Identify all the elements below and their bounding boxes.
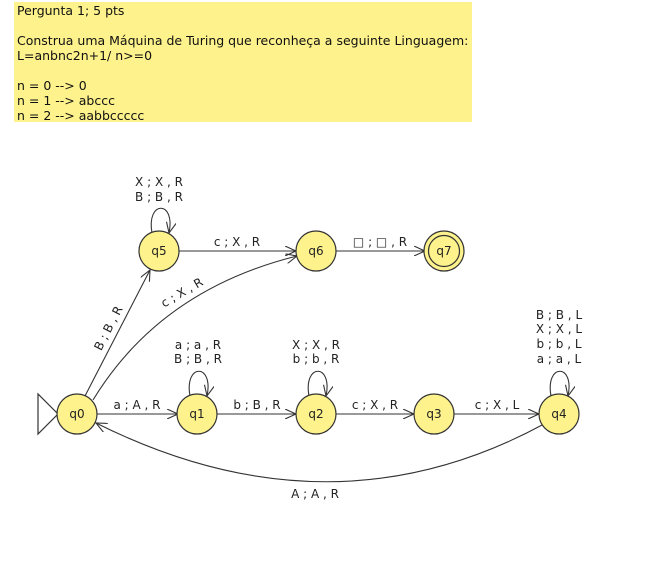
state-q6-label: q6 [308, 244, 323, 258]
label-q4-loop-1: B ; B , L [536, 308, 583, 322]
label-q1-q2: b ; B , R [233, 398, 280, 412]
state-q7-accepting[interactable]: q7 [423, 230, 465, 272]
label-q4-loop-4: a ; a , L [537, 352, 582, 366]
state-q1[interactable]: q1 [176, 393, 218, 435]
example-n1: n = 1 --> abccc [17, 93, 115, 108]
label-q0-q1: a ; A , R [113, 398, 160, 412]
state-q3-label: q3 [426, 407, 441, 421]
state-q0-circle [56, 393, 98, 435]
state-q5-circle [138, 230, 180, 272]
state-q2-circle [295, 393, 337, 435]
state-q1-label: q1 [189, 407, 204, 421]
state-q2-label: q2 [308, 407, 323, 421]
label-q2-loop-2: b ; b , R [293, 352, 340, 366]
state-q7-label: q7 [436, 244, 451, 258]
loop-q1 [188, 370, 208, 396]
label-q4-loop-3: b ; b , L [536, 337, 581, 351]
label-q4-loop-2: X ; X , L [536, 322, 583, 336]
label-q3-q4: c ; X , L [475, 398, 520, 412]
loop-q4 [549, 370, 569, 396]
edge-q0-q6 [92, 256, 297, 401]
language-definition: L=anbnc2n+1/ n>=0 [17, 48, 153, 63]
label-q0-q6: c ; X , R [158, 275, 205, 310]
question-note: Pergunta 1; 5 pts Construa uma Máquina d… [14, 2, 472, 122]
state-q4[interactable]: q4 [538, 393, 580, 435]
label-q2-loop-1: X ; X , R [292, 338, 340, 352]
loop-q2 [307, 370, 327, 396]
label-q2-q3: c ; X , R [352, 398, 398, 412]
label-q5-loop-1: X ; X , R [135, 175, 183, 189]
state-q6[interactable]: q6 [295, 230, 337, 272]
state-q2[interactable]: q2 [295, 393, 337, 435]
label-q5-loop-2: B ; B , R [135, 190, 183, 204]
state-q6-circle [295, 230, 337, 272]
state-q1-circle [176, 393, 218, 435]
state-q5[interactable]: q5 [138, 230, 180, 272]
edge-q0-q5 [84, 270, 150, 397]
example-n0: n = 0 --> 0 [17, 78, 87, 93]
label-q1-loop-2: B ; B , R [174, 352, 222, 366]
label-q4-q0: A ; A , R [291, 487, 339, 501]
state-q0-label: q0 [69, 407, 84, 421]
example-n2: n = 2 --> aabbccccc [17, 108, 145, 122]
question-title: Pergunta 1; 5 pts [17, 3, 125, 18]
state-q4-label: q4 [551, 407, 566, 421]
question-prompt: Construa uma Máquina de Turing que recon… [17, 33, 469, 48]
label-q6-q7: □ ; □ , R [353, 235, 407, 249]
state-q7-outer-circle [423, 230, 465, 272]
edge-q4-q0 [96, 423, 545, 483]
label-q5-q6: c ; X , R [214, 235, 260, 249]
state-q3[interactable]: q3 [413, 393, 455, 435]
label-q1-loop-1: a ; a , R [175, 338, 221, 352]
state-q0[interactable]: q0 [56, 393, 98, 435]
loop-q5 [150, 207, 170, 233]
initial-state-arrow [37, 392, 59, 436]
state-q4-circle [538, 393, 580, 435]
state-q7-inner-circle [427, 234, 461, 268]
state-q5-label: q5 [151, 244, 166, 258]
state-q3-circle [413, 393, 455, 435]
